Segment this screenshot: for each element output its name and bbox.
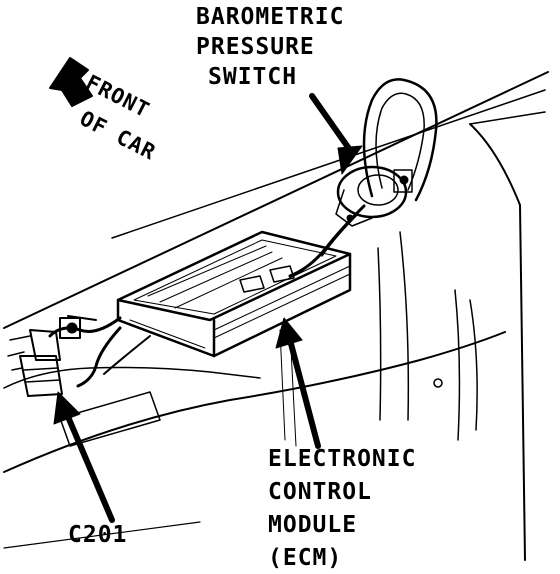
ecm-module xyxy=(116,230,352,358)
ecm-label-line4: (ECM) xyxy=(268,545,343,571)
dashboard-panel xyxy=(3,71,549,561)
barometric-label-line3: SWITCH xyxy=(208,64,298,90)
ecm-label-line1: ELECTRONIC xyxy=(268,446,417,472)
wiring-harness xyxy=(7,204,366,397)
barometric-pressure-switch xyxy=(335,78,438,227)
connector-label: C201 xyxy=(68,522,128,548)
ecm-label-line3: MODULE xyxy=(268,512,358,538)
barometric-label-line2: PRESSURE xyxy=(196,34,315,60)
ecm-label-line2: CONTROL xyxy=(268,479,372,505)
leader-arrows xyxy=(53,93,363,523)
front-of-car-arrow-icon xyxy=(49,57,93,107)
barometric-label-line1: BAROMETRIC xyxy=(196,4,345,30)
